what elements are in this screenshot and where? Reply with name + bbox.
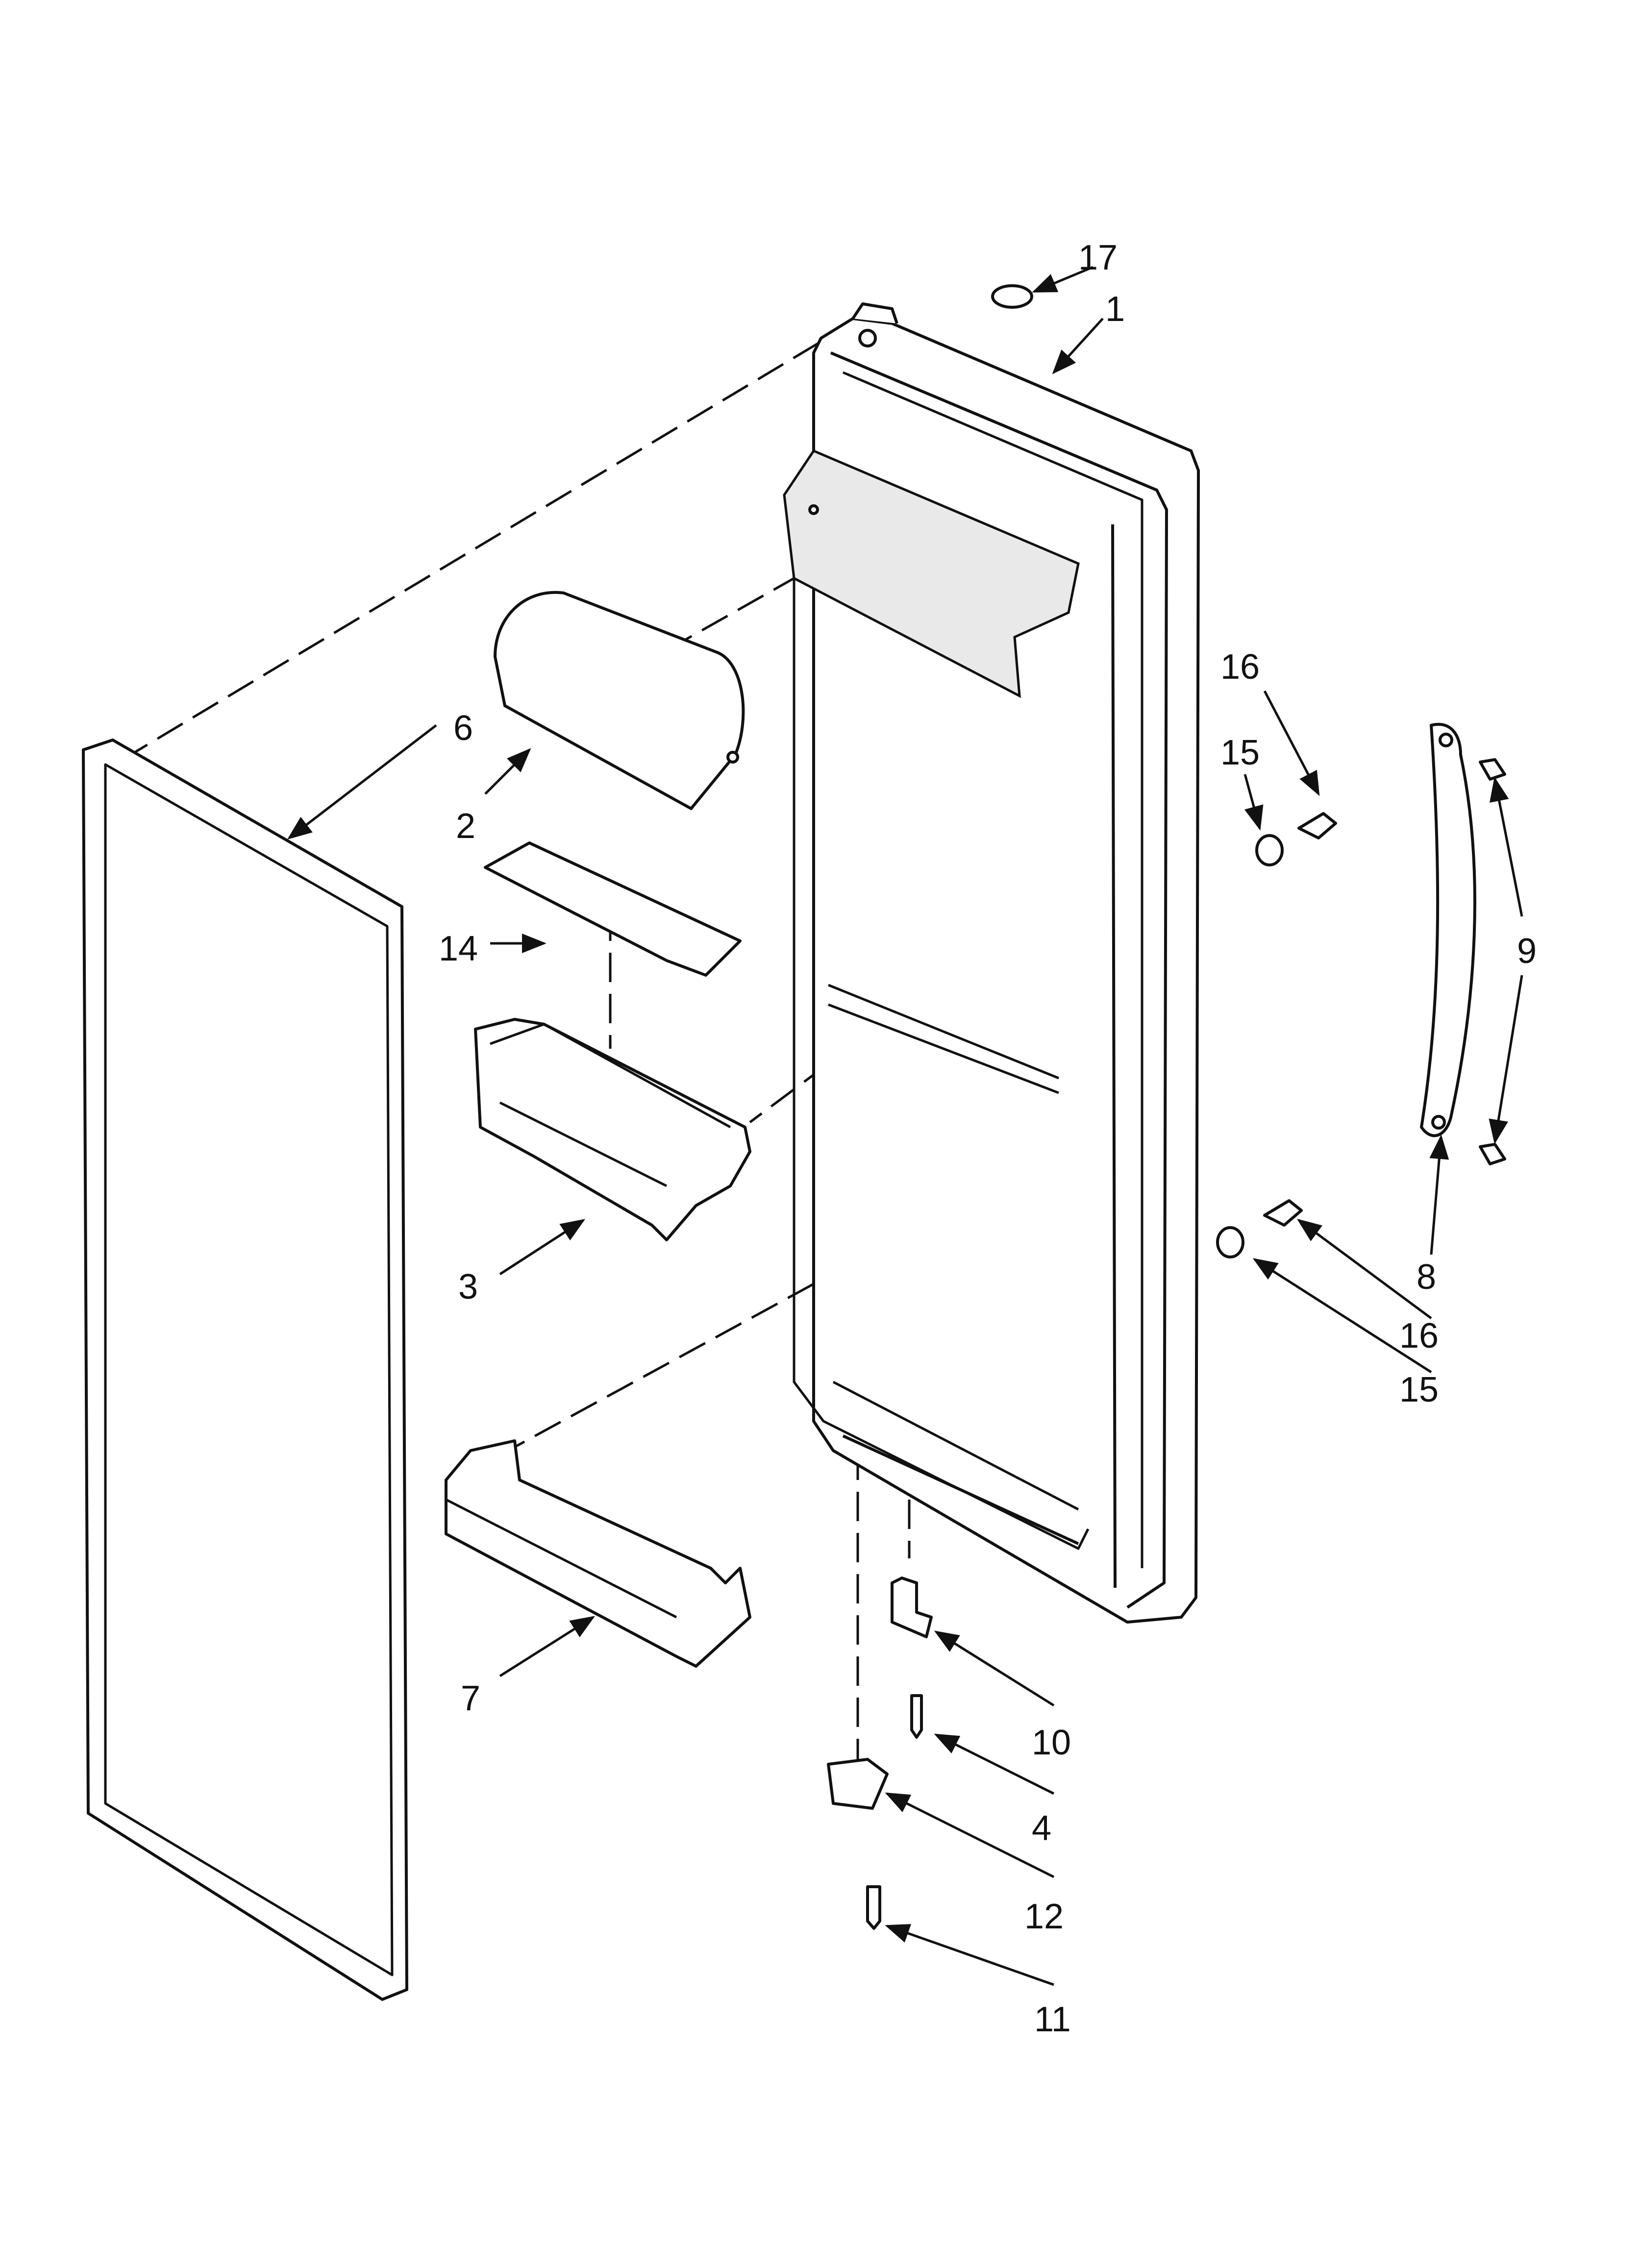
- callout-14: 14: [439, 929, 478, 968]
- callout-7: 7: [461, 1679, 480, 1718]
- callout-8: 8: [1417, 1257, 1436, 1297]
- hinge-plate-screw: [866, 1885, 881, 1930]
- cap-seal: [991, 284, 1033, 309]
- callout-15-upper: 15: [1220, 733, 1260, 772]
- hinge-screw: [910, 1694, 923, 1739]
- door-handle: [1420, 723, 1476, 1137]
- hinge-plate: [827, 1758, 889, 1810]
- leader-lines: [287, 266, 1523, 1986]
- callout-2: 2: [456, 807, 475, 846]
- callout-16-upper: 16: [1220, 647, 1260, 687]
- callout-9: 9: [1517, 932, 1537, 971]
- door-shelf: [445, 1439, 751, 1668]
- lower-handle-hardware: [1216, 1199, 1303, 1258]
- callout-17: 17: [1078, 238, 1118, 277]
- callout-4: 4: [1032, 1809, 1051, 1848]
- callout-15-lower: 15: [1399, 1370, 1439, 1409]
- callout-12: 12: [1024, 1897, 1064, 1936]
- dairy-door: [494, 591, 745, 810]
- callout-3: 3: [458, 1267, 478, 1307]
- handle-screws: [1479, 758, 1506, 1165]
- callout-11: 11: [1034, 2000, 1071, 2039]
- door-liner: [783, 302, 1200, 1624]
- hinge-bracket: [891, 1577, 933, 1638]
- door-gasket: [82, 739, 408, 2001]
- door-bin: [474, 1018, 751, 1241]
- callout-labels: 17 1 16 15 6 2 14 9 3 8 16 15 7 10 4 12 …: [439, 238, 1537, 2039]
- callout-16-lower: 16: [1399, 1316, 1439, 1356]
- callout-1: 1: [1105, 290, 1125, 329]
- upper-handle-hardware: [1255, 812, 1337, 866]
- callout-6: 6: [453, 709, 473, 748]
- bin-tray: [484, 841, 742, 977]
- callout-10: 10: [1032, 1723, 1071, 1762]
